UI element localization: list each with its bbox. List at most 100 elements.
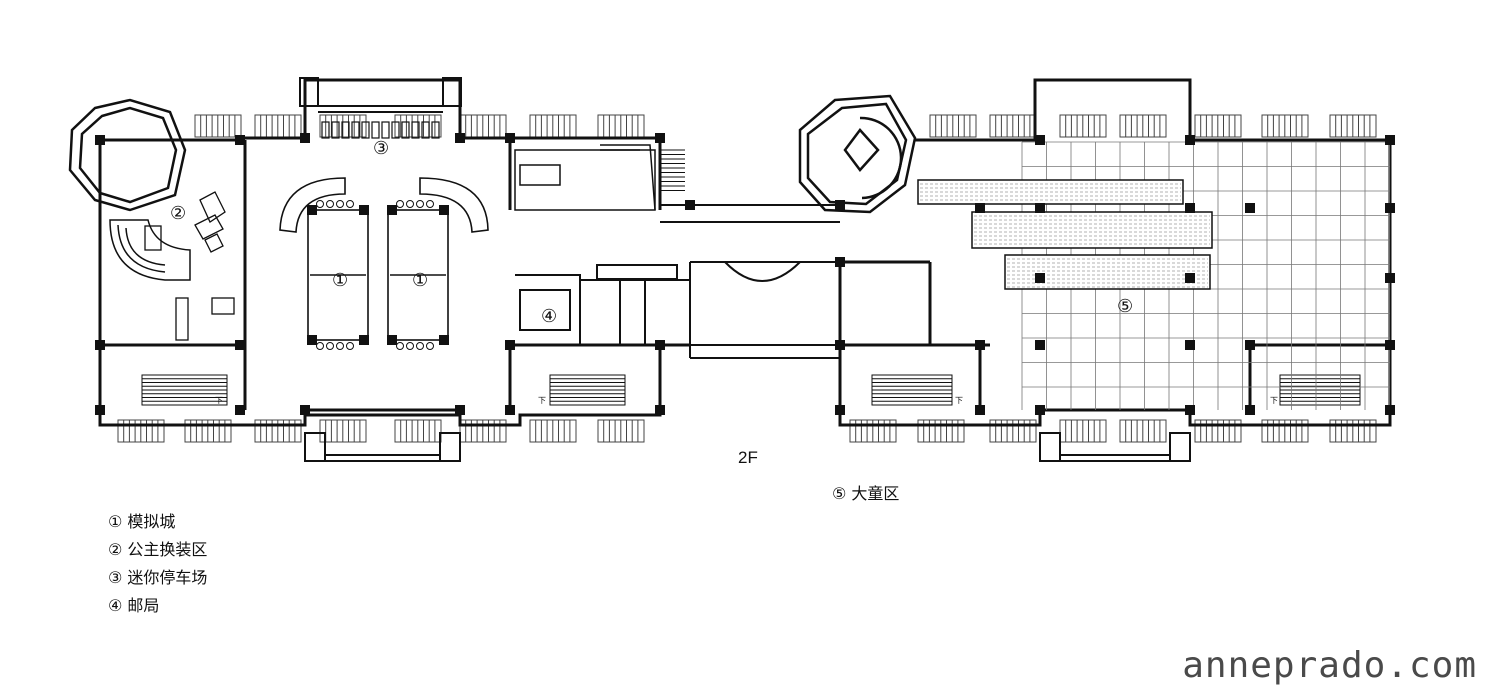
simulation-city-tables [307,209,449,341]
baluster-window [1329,419,1377,443]
chair [346,342,354,350]
chair [336,200,344,208]
service-room [514,144,656,211]
chairs [316,200,434,350]
spiral-stair [109,219,191,281]
parking-bay [351,121,360,139]
stair-mark: 下 [955,396,963,405]
column [235,340,245,350]
zone-5-caption: ⑤ 大童区 [832,484,900,503]
parking-bay [371,121,380,139]
octagon-tower [68,98,187,212]
column [359,335,369,345]
baluster-window [1059,419,1107,443]
chair [396,342,404,350]
chair [406,200,414,208]
column [1385,203,1395,213]
baluster-window [1119,419,1167,443]
column [439,205,449,215]
column [975,405,985,415]
parking-bay [321,121,330,139]
floor-label: 2F [738,448,758,467]
column [1035,405,1045,415]
baluster-window [1194,419,1242,443]
baluster-window [929,114,977,138]
parking-bay [391,121,400,139]
column [235,405,245,415]
column [300,133,310,143]
baluster-window [597,114,645,138]
baluster-window [117,419,165,443]
parking-bay [401,121,410,139]
column [307,205,317,215]
column [505,133,515,143]
baluster-window [319,419,367,443]
zone-markers: ① ① ② ③ ④ ⑤ [170,138,1133,327]
baluster-window [459,114,507,138]
column [300,405,310,415]
column [835,340,845,350]
mini-parking-bays [321,121,440,139]
structural-columns [95,133,1395,415]
column [505,340,515,350]
chair [326,342,334,350]
right-tower [798,94,917,214]
marker-zone-2: ② [170,203,186,224]
column [1035,340,1045,350]
play-structure-hatching [920,183,1210,288]
column [975,340,985,350]
chair [316,342,324,350]
baluster-window [254,114,302,138]
column [439,335,449,345]
baluster-window [254,419,302,443]
parking-bay [421,121,430,139]
column [1245,203,1255,213]
staircase-left-a [141,374,228,406]
baluster-window [1059,114,1107,138]
baluster-window [1261,114,1309,138]
chair [346,200,354,208]
column [1185,135,1195,145]
stair-marks: 下 下 下 下 [215,396,1278,405]
bridge-corridors [660,204,840,359]
chair [326,200,334,208]
column [95,135,105,145]
legend-item-3: ③ 迷你停车场 [108,568,208,587]
stair-mark: 下 [1270,396,1278,405]
column [1385,405,1395,415]
column [1035,135,1045,145]
column [1245,405,1255,415]
stair-mark: 下 [215,396,223,405]
parking-bay [341,121,350,139]
baluster-window [194,114,242,138]
column [1035,203,1045,213]
column [1185,203,1195,213]
column [685,200,695,210]
parking-bay [381,121,390,139]
column [975,203,985,213]
baluster-window [849,419,897,443]
baluster-window [184,419,232,443]
baluster-window [459,419,507,443]
legend-item-2: ② 公主换装区 [108,540,208,559]
column [835,405,845,415]
chair [316,200,324,208]
entrance-porch [1039,432,1191,462]
parking-bay [411,121,420,139]
chair [426,200,434,208]
baluster-window [1119,114,1167,138]
stair-mark: 下 [538,396,546,405]
parking-bay [431,121,440,139]
column [455,405,465,415]
chair [406,342,414,350]
column [835,257,845,267]
marker-zone-1b: ① [412,270,428,291]
chair [396,200,404,208]
column [1185,340,1195,350]
baluster-window [529,114,577,138]
column [1385,340,1395,350]
baluster-window [1194,114,1242,138]
top-bay-left [299,77,462,113]
zone-legend: ① 模拟城 ② 公主换装区 ③ 迷你停车场 ④ 邮局 [108,508,207,620]
